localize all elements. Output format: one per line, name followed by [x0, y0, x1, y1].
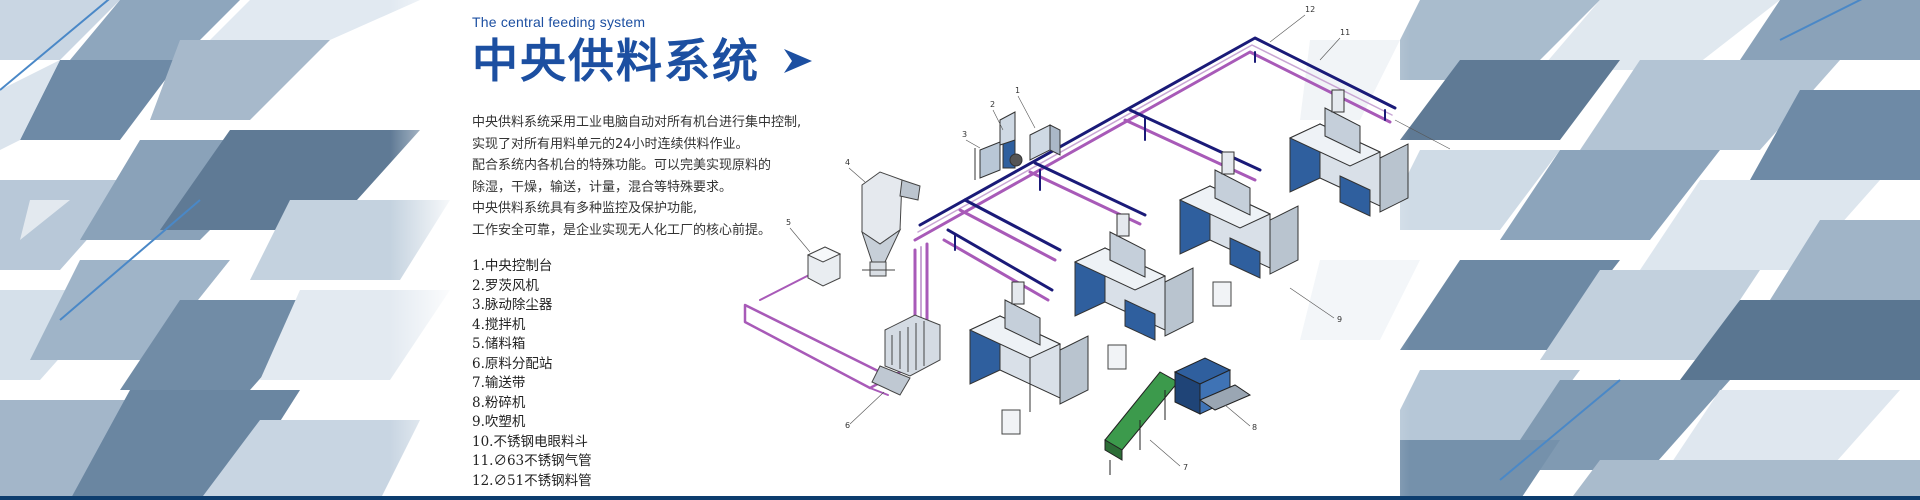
- bottom-rule: [0, 496, 1920, 500]
- blow-molding-machine: [968, 281, 1089, 412]
- blow-molding-machine: [1178, 151, 1299, 279]
- callout-7: 7: [1183, 463, 1188, 472]
- feeding-system-diagram: 1 2 3 4 5 6 7 8 9 11 12 12: [743, 5, 1450, 475]
- conveyor-belt: [1104, 371, 1179, 475]
- blow-molding-machine: [1073, 213, 1194, 341]
- mixer-silo: [861, 171, 921, 277]
- legend-item: 6.原料分配站: [472, 355, 553, 372]
- title-row: 中央供料系统: [472, 32, 832, 90]
- legend-item: 3.脉动除尘器: [472, 297, 553, 313]
- auxiliary-stands: [1001, 281, 1232, 435]
- callout-12: 12: [1305, 5, 1315, 14]
- control-and-blower-group: [974, 111, 1061, 180]
- description-line: 工作安全可靠，是企业实现无人化工厂的核心前提。: [472, 222, 772, 238]
- description-line: 中央供料系统具有多种监控及保护功能,: [472, 201, 698, 216]
- callout-9: 9: [1337, 315, 1342, 324]
- blow-molding-machine: [1288, 89, 1409, 217]
- callout-5: 5: [786, 218, 791, 227]
- callout-labels: 1 2 3 4 5 6 7 8 9 11 12 12: [786, 5, 1350, 472]
- description: 中央供料系统采用工业电脑自动对所有机台进行集中控制, 实现了对所有用料单元的24…: [472, 112, 832, 241]
- callout-4: 4: [845, 158, 850, 167]
- legend-item: 4.搅拌机: [472, 316, 526, 333]
- legend-item: 10.不锈钢电眼料斗: [472, 433, 588, 450]
- callout-2: 2: [990, 100, 995, 109]
- arrow-right-icon: [784, 49, 812, 73]
- subtitle-english: The central feeding system: [472, 14, 646, 30]
- legend-item: 11.∅63不锈钢气管: [472, 453, 592, 469]
- callout-leaders: [789, 14, 1450, 467]
- callout-11: 11: [1340, 28, 1350, 37]
- description-line: 中央供料系统采用工业电脑自动对所有机台进行集中控制,: [472, 115, 802, 130]
- legend-item: 5.储料箱: [472, 336, 526, 352]
- distribution-station: [871, 314, 941, 396]
- description-line: 配合系统内各机台的特殊功能。可以完美实现原料的: [472, 158, 772, 173]
- storage-bin: [806, 246, 842, 287]
- callout-3: 3: [962, 130, 967, 139]
- callout-6: 6: [845, 421, 850, 430]
- callout-1: 1: [1015, 86, 1020, 95]
- legend-item: 1.中央控制台: [472, 258, 553, 274]
- description-line: 除湿，干燥，输送，计量，混合等特殊要求。: [472, 179, 733, 195]
- text-panel: The central feeding system 中央供料系统 中央供料系统…: [472, 14, 832, 491]
- component-legend: 1.中央控制台 2.罗茨风机 3.脉动除尘器 4.搅拌机 5.储料箱 6.原料分…: [472, 257, 832, 491]
- crusher: [1173, 357, 1252, 415]
- legend-item: 2.罗茨风机: [472, 277, 539, 294]
- legend-item: 8.粉碎机: [472, 394, 526, 411]
- description-line: 实现了对所有用料单元的24小时连续供料作业。: [472, 136, 749, 152]
- page-title: 中央供料系统: [472, 34, 760, 88]
- legend-item: 9.吹塑机: [472, 414, 526, 430]
- legend-item: 12.∅51不锈钢料管: [472, 472, 592, 489]
- legend-item: 7.输送带: [472, 375, 526, 391]
- callout-8: 8: [1252, 423, 1257, 432]
